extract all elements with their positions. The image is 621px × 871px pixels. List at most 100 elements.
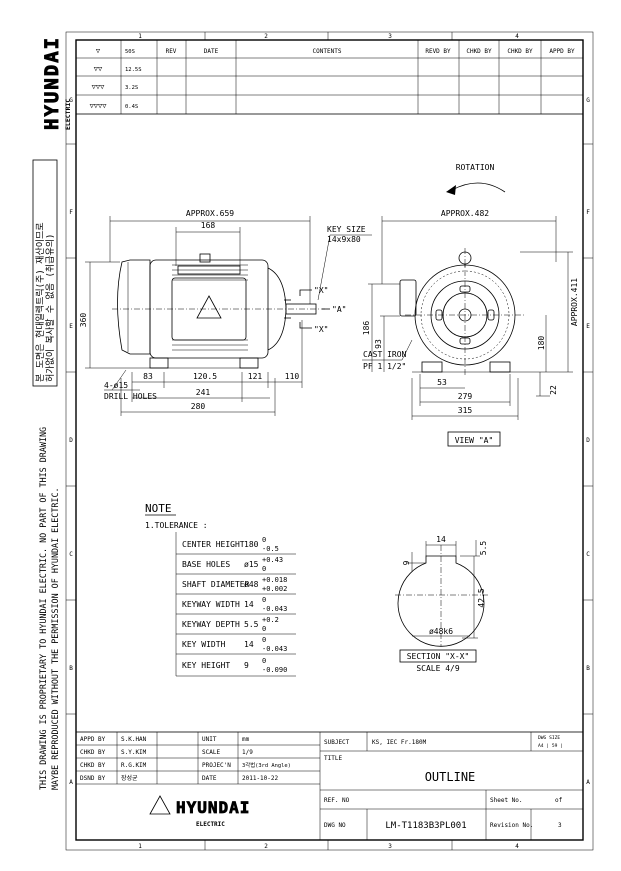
- tolerance-lower: -0.5: [262, 545, 279, 553]
- section-dim-9: 9: [402, 560, 411, 565]
- side-dims: [85, 216, 372, 416]
- section-scale: SCALE 4/9: [416, 664, 460, 673]
- scale-label: SCALE: [202, 749, 220, 756]
- dsnd-by-name: 장성균: [121, 774, 138, 782]
- tolerance-row: BASE HOLES ø15 +0.43 0: [182, 556, 283, 573]
- tolerance-label: BASE HOLES: [182, 560, 230, 569]
- pf-label: PF 1 1/2": [363, 362, 406, 371]
- tolerance-label: KEY WIDTH: [182, 640, 226, 649]
- revision-no-label: Revision No.: [490, 822, 533, 829]
- section-x-arrow-top: "X": [314, 286, 328, 295]
- zone-row-b-left: B: [69, 665, 73, 672]
- tolerance-row: KEYWAY DEPTH 5.5 +0.2 0: [182, 616, 279, 633]
- chkd-by-name-2: R.G.KIM: [121, 762, 147, 769]
- approx-482-label: APPROX.482: [441, 209, 489, 218]
- tolerance-row: KEY WIDTH 14 0 -0.043: [182, 636, 287, 653]
- zone-col-3-top: 3: [388, 33, 392, 40]
- rotation-arrow: [451, 182, 506, 193]
- ref-no-label: REF. NO: [324, 797, 350, 804]
- tolerance-label: KEY HEIGHT: [182, 661, 230, 670]
- section-label-box: [399, 649, 477, 663]
- dwg-size-value: A4 | 59 |: [538, 743, 563, 749]
- view-a-box: [447, 431, 501, 447]
- tolerance-label: CENTER HEIGHT: [182, 540, 245, 549]
- zone-row-a-right: A: [586, 779, 590, 786]
- tolerance-upper: +0.43: [262, 556, 283, 564]
- date-value: 2011-10-22: [242, 775, 279, 782]
- holes-label: 4-ø15: [104, 381, 128, 390]
- zone-row-a-left: A: [69, 779, 73, 786]
- key-size-label: KEY SIZE: [327, 225, 366, 234]
- tolerance-lower: 0: [262, 565, 266, 573]
- korean-notice-box: [32, 159, 58, 387]
- tolerance-nominal: 180: [244, 540, 259, 549]
- zone-col-3-bottom: 3: [388, 843, 392, 850]
- tolerance-row: SHAFT DIAMETER ø48 +0.018 +0.002: [182, 576, 287, 593]
- side-view-labels: APPROX.659 168 360 KEY SIZE 14x9x80 83 1…: [79, 209, 366, 411]
- appd-by-header: APPD BY: [549, 48, 575, 55]
- tolerance-label: KEYWAY WIDTH: [182, 600, 240, 609]
- motor-side-view: [85, 216, 372, 416]
- dim-360-label: 360: [79, 313, 88, 328]
- dim-315-label: 315: [458, 406, 473, 415]
- dim-168-label: 168: [201, 221, 216, 230]
- proprietary-notice-line1: THIS DRAWING IS PROPRIETARY TO HYUNDAI E…: [38, 427, 48, 790]
- revision-header: REV DATE CONTENTS REVD BY CHKD BY CHKD B…: [166, 48, 575, 55]
- end-view-foot-right: [489, 361, 511, 373]
- dwg-size-label: DWG SIZE: [538, 735, 560, 741]
- finish-symbol-2: ▽▽: [94, 65, 103, 73]
- zone-col-1-top: 1: [138, 33, 142, 40]
- dwg-no-label: DWG NO: [324, 822, 346, 829]
- end-view-foot-left: [421, 361, 443, 373]
- title-label: TITLE: [324, 755, 342, 762]
- zone-row-c-left: C: [69, 551, 73, 558]
- approx-659-label: APPROX.659: [186, 209, 234, 218]
- scale-value: 1/9: [242, 749, 253, 756]
- tolerance-row: CENTER HEIGHT 180 0 -0.5: [182, 536, 279, 553]
- date-header: DATE: [204, 48, 219, 55]
- revision-table: [75, 39, 584, 115]
- zone-row-e-left: E: [69, 323, 73, 330]
- approx-411-label: APPROX.411: [570, 278, 579, 326]
- dim-93-label: 93: [374, 339, 383, 349]
- tolerance-upper: +0.018: [262, 576, 287, 584]
- side-brand-name: HYUNDAI: [41, 36, 63, 130]
- section-x-arrow-bottom: "X": [314, 325, 328, 334]
- tolerance-lower: -0.043: [262, 645, 287, 653]
- tolerance-nominal: ø48: [244, 580, 259, 589]
- tolerance-row: KEYWAY WIDTH 14 0 -0.043: [182, 596, 287, 613]
- rotation-label: ROTATION: [456, 163, 495, 172]
- tolerance-table-lines: [175, 532, 296, 677]
- section-labels: 14 5.5 9 42.5 ø48k6 SECTION "X-X" SCALE …: [402, 535, 488, 673]
- projection-value: 3각법(3rd Angle): [242, 761, 291, 769]
- fan-cover: [117, 259, 151, 355]
- eye-bolt: [199, 253, 211, 263]
- zone-row-g-right: G: [586, 97, 590, 104]
- sheet-no-label: Sheet No.: [490, 797, 523, 804]
- dim-180-label: 180: [537, 336, 546, 351]
- finish-value-1: 50S: [125, 49, 135, 55]
- revd-by-header: REVD BY: [425, 48, 451, 55]
- dim-83-label: 83: [143, 372, 153, 381]
- tolerance-nominal: 9: [244, 661, 249, 670]
- foot-right: [239, 357, 259, 369]
- tolerance-lower: 0: [262, 625, 266, 633]
- zone-col-4-top: 4: [515, 33, 519, 40]
- zone-labels: 1 2 3 4 1 2 3 4 G F E D C B A G F E D C …: [69, 33, 590, 850]
- sheet-of-label: of: [555, 797, 563, 804]
- finish-symbol-4: ▽▽▽▽: [90, 102, 108, 110]
- section-dim-42-5: 42.5: [477, 588, 486, 607]
- zone-row-c-right: C: [586, 551, 590, 558]
- tolerance-lower: +0.002: [262, 585, 287, 593]
- dim-279-label: 279: [458, 392, 473, 401]
- chkd-by-label-2: CHKD BY: [80, 762, 106, 769]
- section-x-x: [395, 540, 488, 663]
- zone-row-d-left: D: [69, 437, 73, 444]
- tolerance-label: SHAFT DIAMETER: [182, 580, 250, 589]
- zone-row-f-right: F: [586, 209, 590, 216]
- tolerance-nominal: 14: [244, 640, 254, 649]
- contents-header: CONTENTS: [313, 48, 342, 55]
- title-value: OUTLINE: [425, 770, 476, 784]
- inner-border: [75, 39, 584, 841]
- tolerance-label: KEYWAY DEPTH: [182, 620, 240, 629]
